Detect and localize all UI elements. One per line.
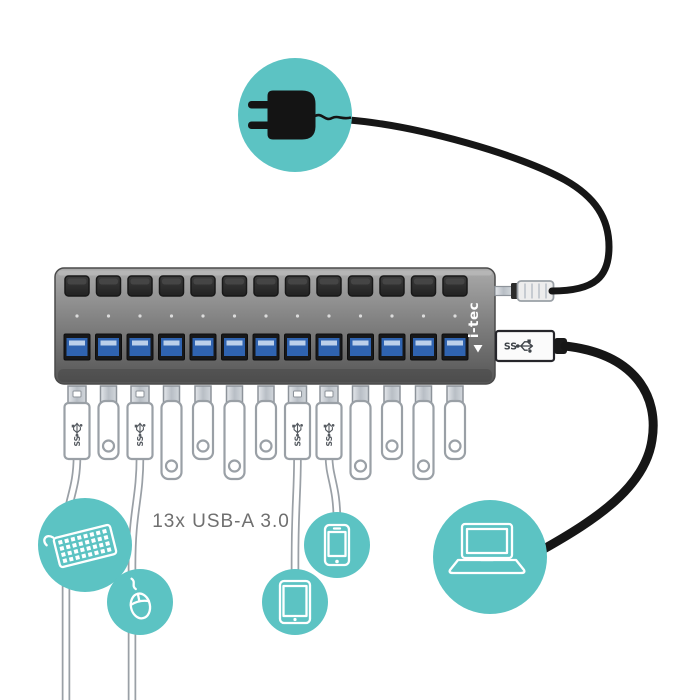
smartphone-circle [304,512,370,578]
hub-top-highlight [58,270,492,276]
tablet-cable [292,453,300,581]
tablet-circle [262,569,328,635]
usb-plugs: SS SS SS SS [63,385,467,481]
hub-led [327,314,331,318]
hub-led [390,314,394,318]
hub-buttons [64,275,468,297]
hub-led [75,314,79,318]
hub-led [264,314,268,318]
hub-ports [63,333,469,361]
power-plug-circle [238,58,352,172]
usb3-ss-logo: SS [71,422,83,447]
hub-led [201,314,205,318]
tablet-circle-bg [262,569,328,635]
itec-logo-text: i-tec [466,302,482,338]
hub-led [106,314,111,318]
device-cables [61,451,342,700]
power-plug-icon [248,90,352,140]
svg-text:SS: SS [293,436,302,447]
usb-dongle [349,385,372,481]
power-connector-body [516,280,555,302]
hub-led [295,314,300,318]
power-cable [345,116,613,295]
smartphone-icon [323,523,351,567]
hub-bottom-shade [58,369,492,382]
usb3-ss-logo: SS [292,422,303,447]
usb3-ss-logo: SS [323,422,335,447]
usb-dongle [97,385,120,461]
power-connector-barrel [494,285,513,297]
usb-plug: SS [283,385,312,461]
svg-text:SS: SS [504,342,517,353]
usb-dongle [412,385,435,481]
usb-hub: i-tec [54,267,496,385]
svg-text:SS: SS [136,436,145,447]
tablet-icon [278,579,312,625]
power-connector [494,280,555,302]
laptop-circle [433,500,547,614]
usb-plug: SS [63,385,91,461]
ports-caption: 13x USB-A 3.0 [152,511,290,532]
smartphone-circle-bg [304,512,370,578]
usb-plug: SS [126,385,154,461]
hub-led [169,314,174,318]
usb-dongle [223,385,246,481]
power-connector-collar [511,283,518,299]
keyboard-circle [38,498,132,592]
power-connector-ridges [524,283,547,299]
hub-led [232,314,237,318]
hub-led [453,314,457,318]
mouse-icon [129,577,152,620]
usb-b-connector: SS [494,329,567,363]
usb3-ss-logo: SS [504,339,534,353]
usb-dongle [160,385,183,481]
usb-dongle [380,385,404,461]
itec-logo-mark [473,345,483,353]
upstream-usb-cable [537,341,658,555]
keyboard-circle-bg [38,498,132,592]
usb-dongle [191,385,215,461]
hub-led [421,314,426,318]
keyboard-icon [43,523,118,569]
laptop-icon [448,522,526,575]
svg-text:SS: SS [73,436,82,447]
hub-led [358,314,363,318]
usb-dongle [443,385,467,461]
usb-dongle [254,385,278,461]
usb-plug: SS [315,385,343,461]
svg-text:SS: SS [325,436,334,447]
usb3-ss-logo: SS [134,422,146,447]
mouse-circle [107,569,173,635]
hub-led [138,314,142,318]
itec-logo: i-tec [466,302,483,353]
hub-leds [75,314,457,318]
mouse-cable [129,453,143,700]
